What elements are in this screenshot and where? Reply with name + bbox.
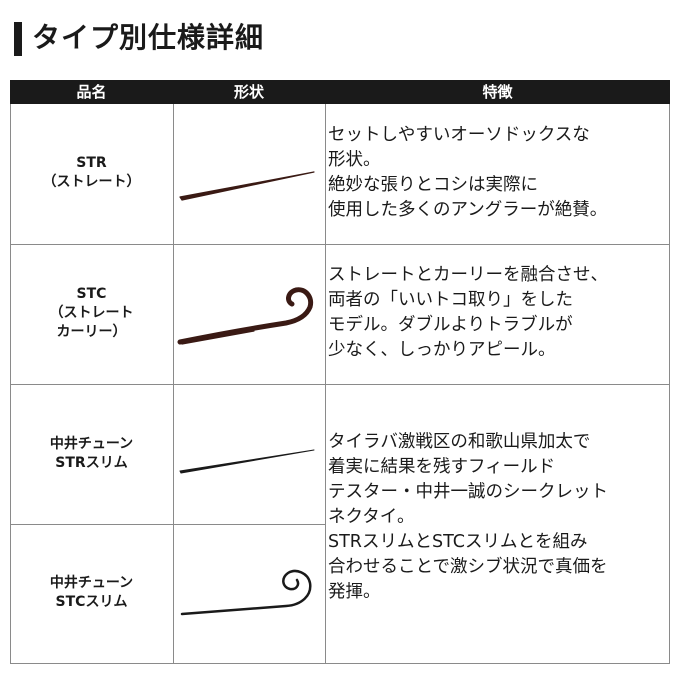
feature-line: 形状。 [328,150,381,170]
feature-line: 絶妙な張りとコシは実際に [328,175,538,195]
slim-straight-lure-icon [179,449,315,474]
feature-stc: ストレートとカーリーを融合させ、 両者の「いいトコ取り」をした モデル。ダブルよ… [328,263,608,363]
feature-line: ネクタイ。 [328,507,415,527]
feature-str: セットしやすいオーソドックスな 形状。 絶妙な張りとコシは実際に 使用した多くの… [328,123,607,223]
table-header: 品名 形状 特徴 [10,80,670,104]
product-name-line: （ストレート [49,305,134,321]
feature-line: 少なく、しっかりアピール。 [328,340,556,360]
product-name-line: カーリー） [56,324,127,340]
title-accent-bar [14,22,22,56]
product-name-stc-slim: 中井チューン STCスリム [10,574,173,612]
curly-lure-icon [177,287,314,345]
header-name: 品名 [76,83,107,101]
product-name-line: STRスリム [55,455,128,471]
feature-line: 使用した多くのアングラーが絶賛。 [328,200,608,220]
product-name-str: STR （ストレート） [10,154,173,192]
straight-lure-icon [179,171,315,201]
product-name-line: STC [76,286,107,302]
product-name-str-slim: 中井チューン STRスリム [10,435,173,473]
product-name-stc: STC （ストレート カーリー） [10,285,173,342]
table-border-bottom [10,663,670,664]
feature-line: STRスリムとSTCスリムとを組み [328,532,588,552]
feature-line: セットしやすいオーソドックスな [328,125,590,145]
header-feature: 特徴 [482,83,513,101]
feature-line: テスター・中井一誠のシークレット [328,482,608,502]
feature-line: ストレートとカーリーを融合させ、 [328,265,608,285]
feature-slim-shared: タイラバ激戦区の和歌山県加太で 着実に結果を残すフィールド テスター・中井一誠の… [328,430,608,605]
row-divider [10,244,670,245]
product-name-line: STCスリム [55,594,128,610]
header-shape: 形状 [233,83,264,101]
feature-line: 着実に結果を残すフィールド [328,457,556,477]
feature-line: 合わせることで激シブ状況で真価を [328,557,608,577]
product-name-line: STR [76,155,107,171]
product-name-line: 中井チューン [49,436,134,452]
feature-line: タイラバ激戦区の和歌山県加太で [328,432,591,452]
row-divider [10,524,325,525]
page-title: タイプ別仕様詳細 [32,21,265,54]
feature-line: モデル。ダブルよりトラブルが [328,315,573,335]
row-divider [10,384,670,385]
product-name-line: （ストレート） [42,174,141,190]
feature-line: 発揮。 [328,582,381,602]
feature-line: 両者の「いいトコ取り」をした [328,290,573,310]
product-name-line: 中井チューン [49,575,134,591]
slim-curly-lure-icon [180,569,312,616]
